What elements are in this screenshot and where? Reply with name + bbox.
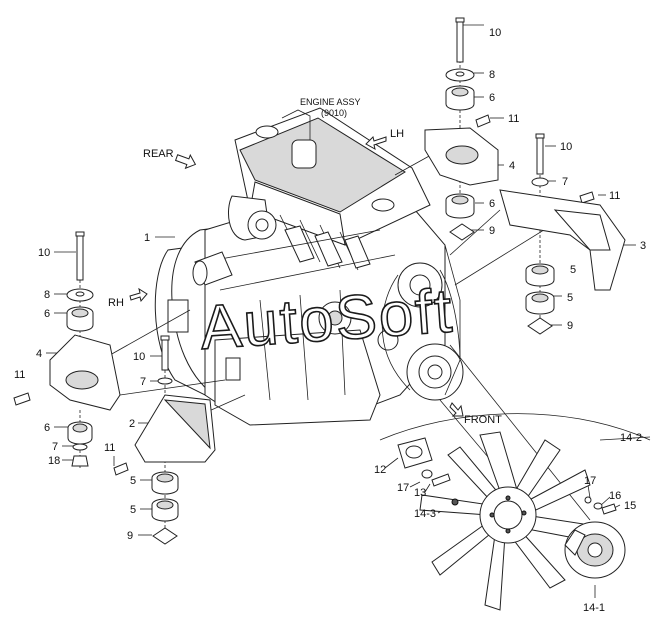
front-direction: FRONT bbox=[449, 402, 502, 426]
watermark: AutoSoft bbox=[198, 276, 456, 363]
bolt-11a bbox=[475, 114, 491, 128]
callout-14-1: 14-1 bbox=[583, 602, 605, 614]
fan-blade-14-2 bbox=[419, 431, 591, 611]
callout-14-2: 14-2 bbox=[620, 432, 642, 444]
callout-7: 7 bbox=[52, 441, 58, 453]
callout-16: 16 bbox=[609, 490, 621, 502]
callout-2: 2 bbox=[129, 418, 135, 430]
callout-11: 11 bbox=[609, 190, 620, 202]
lh-direction: LH bbox=[365, 128, 404, 150]
lower-mount-group bbox=[113, 335, 216, 545]
callout-11: 11 bbox=[508, 113, 519, 125]
bolt-11b bbox=[579, 191, 595, 204]
callout-9: 9 bbox=[567, 320, 573, 332]
bolt-10c bbox=[76, 235, 84, 281]
svg-text:REAR: REAR bbox=[143, 148, 174, 160]
callout-9: 9 bbox=[489, 225, 495, 237]
callout-6: 6 bbox=[44, 308, 50, 320]
assembly-code: (9010) bbox=[321, 108, 347, 118]
plate-9b bbox=[527, 317, 553, 335]
bolt-11c bbox=[13, 392, 31, 406]
nut-18 bbox=[71, 455, 89, 467]
rh-arrow-icon bbox=[129, 287, 148, 303]
bolt-10a bbox=[456, 21, 464, 63]
callout-10: 10 bbox=[38, 247, 50, 259]
callout-10: 10 bbox=[489, 27, 501, 39]
callout-7: 7 bbox=[562, 176, 568, 188]
callout-13: 13 bbox=[414, 487, 426, 499]
rh-mount-group bbox=[13, 231, 121, 467]
nut-14-3 bbox=[451, 498, 459, 506]
bolt-10d bbox=[161, 339, 169, 371]
front-arrow-icon bbox=[449, 402, 464, 417]
lh-arrow-icon bbox=[365, 136, 387, 150]
plate-9c bbox=[152, 527, 178, 545]
callout-14-3: 14-3 bbox=[414, 508, 436, 520]
washer-17a bbox=[421, 469, 433, 479]
callout-5: 5 bbox=[570, 264, 576, 276]
callout-7: 7 bbox=[140, 376, 146, 388]
spacer-12 bbox=[397, 437, 433, 469]
callout-3: 3 bbox=[640, 240, 646, 252]
washer-7a bbox=[531, 177, 549, 187]
washer-7c bbox=[72, 443, 88, 451]
callout-6: 6 bbox=[44, 422, 50, 434]
callout-5: 5 bbox=[130, 475, 136, 487]
svg-text:LH: LH bbox=[390, 128, 404, 140]
callout-6: 6 bbox=[489, 198, 495, 210]
fan-clutch-14-1 bbox=[564, 521, 626, 579]
engine-block bbox=[154, 107, 464, 426]
callout-10: 10 bbox=[133, 351, 145, 363]
callout-8: 8 bbox=[489, 69, 495, 81]
bolt-13 bbox=[431, 473, 451, 487]
fan-group bbox=[397, 431, 626, 611]
callout-18: 18 bbox=[48, 455, 60, 467]
washer-7b bbox=[157, 377, 173, 385]
svg-text:FRONT: FRONT bbox=[464, 414, 502, 426]
callout-6: 6 bbox=[489, 92, 495, 104]
callout-11: 11 bbox=[104, 442, 115, 454]
callout-12: 12 bbox=[374, 464, 386, 476]
washer-16 bbox=[593, 502, 603, 510]
callout-4: 4 bbox=[36, 348, 42, 360]
bolt-15 bbox=[601, 503, 617, 515]
callout-5: 5 bbox=[567, 292, 573, 304]
bolt-head-10a bbox=[455, 17, 465, 23]
assembly-title: ENGINE ASSY bbox=[300, 97, 361, 107]
bolt-11d bbox=[113, 462, 129, 476]
callout-1: 1 bbox=[144, 232, 150, 244]
callout-4: 4 bbox=[509, 160, 515, 172]
callouts: 10 8 6 11 4 10 7 11 6 9 3 5 5 9 1 10 8 6… bbox=[14, 27, 646, 614]
svg-text:RH: RH bbox=[108, 297, 124, 309]
plate-9a bbox=[449, 223, 475, 241]
front-mount-group bbox=[499, 133, 626, 335]
callout-15: 15 bbox=[624, 500, 636, 512]
washer-17b bbox=[584, 496, 592, 504]
bolt-10b bbox=[536, 137, 544, 175]
rear-direction: REAR bbox=[143, 148, 197, 170]
callout-5: 5 bbox=[130, 504, 136, 516]
callout-11: 11 bbox=[14, 369, 25, 381]
lh-mount-group bbox=[424, 17, 499, 241]
callout-17: 17 bbox=[584, 475, 596, 487]
callout-9: 9 bbox=[127, 530, 133, 542]
callout-17: 17 bbox=[397, 482, 409, 494]
rear-arrow-icon bbox=[174, 153, 197, 170]
rh-direction: RH bbox=[108, 287, 148, 309]
callout-10: 10 bbox=[560, 141, 572, 153]
callout-8: 8 bbox=[44, 289, 50, 301]
